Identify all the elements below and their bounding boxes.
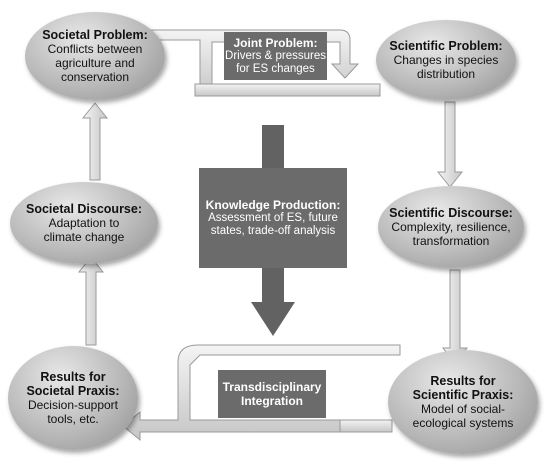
- joint-problem-heading: Joint Problem:: [233, 35, 318, 50]
- left-lower-arrow: [77, 256, 105, 346]
- societal-problem-line-1: Conflicts between: [47, 42, 143, 56]
- results-scientific-node: Results for Scientific Praxis: Model of …: [388, 350, 538, 454]
- joint-problem-box: Joint Problem: Drivers & pressures for E…: [224, 32, 327, 80]
- societal-problem-line-2: agriculture and: [55, 56, 135, 70]
- scientific-discourse-heading: Scientific Discourse:: [389, 206, 513, 220]
- results-scientific-line-2: ecological systems: [412, 416, 514, 430]
- left-upper-arrow: [81, 102, 109, 181]
- scientific-discourse-line-1: Complexity, resilience,: [391, 220, 511, 234]
- scientific-discourse-line-2: transformation: [412, 234, 490, 248]
- scientific-problem-heading: Scientific Problem:: [389, 39, 503, 53]
- results-scientific-line-1: Model of social-: [420, 402, 506, 416]
- integration-box: Transdisciplinary Integration: [218, 370, 326, 418]
- results-societal-line-1: Decision-support: [27, 398, 119, 412]
- societal-problem-heading: Societal Problem:: [42, 28, 148, 42]
- integration-line-2: Integration: [241, 394, 303, 408]
- joint-problem-line-2: for ES changes: [236, 63, 315, 75]
- societal-discourse-heading: Societal Discourse:: [25, 202, 142, 216]
- societal-problem-line-3: conservation: [60, 70, 130, 84]
- societal-problem-node: Societal Problem: Conflicts between agri…: [25, 12, 165, 100]
- societal-discourse-line-2: climate change: [43, 230, 125, 244]
- scientific-problem-node: Scientific Problem: Changes in species d…: [376, 20, 516, 100]
- top-loop-arrow: [149, 29, 360, 97]
- results-societal-heading-1: Results for: [40, 370, 106, 384]
- scientific-problem-line-2: distribution: [416, 67, 476, 81]
- societal-discourse-line-1: Adaptation to: [48, 216, 120, 230]
- scientific-discourse-node: Scientific Discourse: Complexity, resili…: [378, 186, 524, 268]
- results-scientific-heading-2: Scientific Praxis:: [412, 388, 514, 402]
- results-societal-line-2: tools, etc.: [47, 412, 99, 426]
- right-upper-arrow: [436, 101, 464, 188]
- scientific-problem-line-1: Changes in species: [393, 53, 499, 67]
- knowledge-arrow: [251, 125, 295, 336]
- top-loop-upper-band: [194, 83, 381, 97]
- bottom-right-band: [339, 419, 393, 433]
- integration-line-1: Transdisciplinary: [222, 380, 322, 394]
- results-societal-node: Results for Societal Praxis: Decision-su…: [8, 346, 138, 450]
- results-societal-heading-2: Societal Praxis:: [26, 384, 120, 398]
- knowledge-production-box: Knowledge Production: Assessment of ES, …: [199, 168, 347, 268]
- results-scientific-heading-1: Results for: [430, 374, 496, 388]
- knowledge-production-heading: Knowledge Production:: [205, 197, 341, 212]
- knowledge-production-line-2: states, trade-off analysis: [210, 225, 336, 237]
- societal-discourse-node: Societal Discourse: Adaptation to climat…: [10, 182, 158, 264]
- knowledge-production-line-1: Assessment of ES, future: [208, 211, 338, 224]
- joint-problem-line-1: Drivers & pressures: [225, 49, 326, 62]
